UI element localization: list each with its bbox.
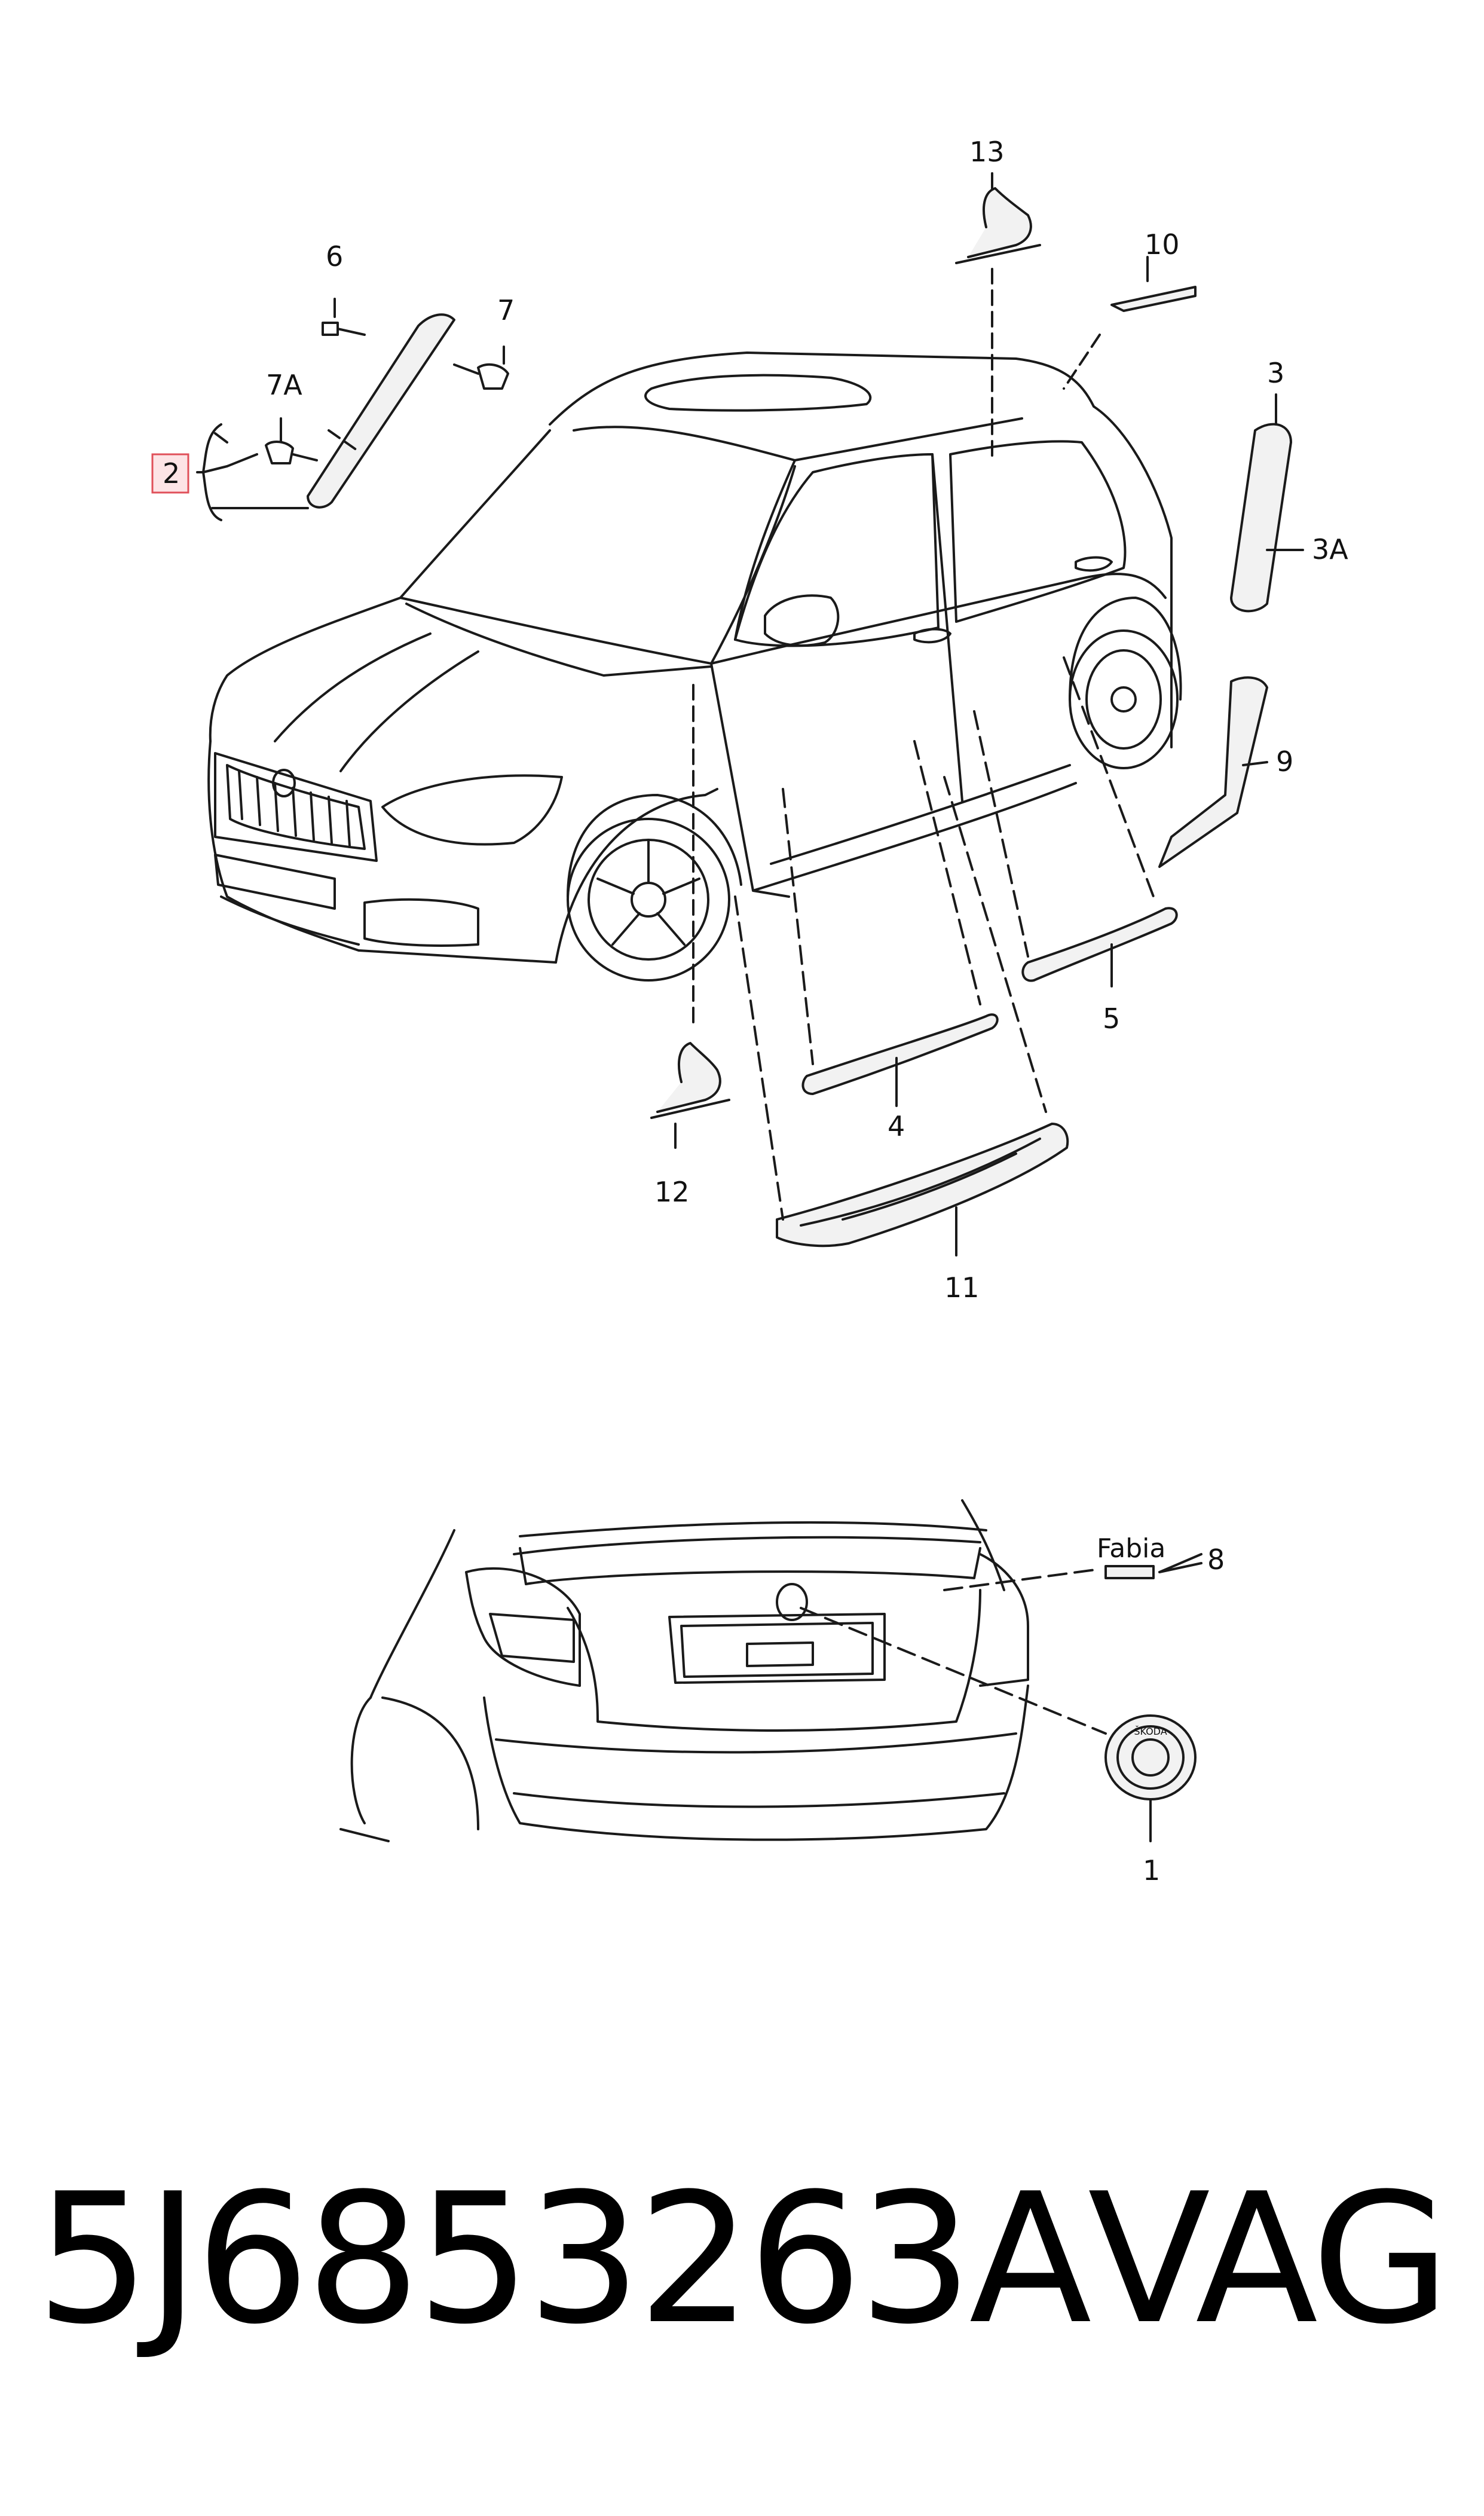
callout-2: 2	[163, 457, 180, 490]
part-1-drawing	[800, 1607, 1197, 1842]
callout-8: 8	[1207, 1543, 1225, 1576]
part-5-drawing	[973, 656, 1178, 988]
callout-9: 9	[1276, 745, 1293, 778]
callout-7a: 7A	[266, 369, 302, 401]
callout-5: 5	[1103, 1002, 1120, 1035]
part-10-drawing	[1063, 256, 1197, 390]
fabia-badge-text: Fabia	[1097, 1533, 1165, 1564]
callout-2-highlight	[151, 453, 189, 494]
callout-3a: 3A	[1312, 533, 1348, 565]
part-number: 5J6853263A	[36, 2155, 1092, 2364]
callout-7: 7	[497, 294, 515, 326]
callout-3: 3	[1267, 357, 1284, 389]
part-9-drawing	[1158, 676, 1268, 868]
brand-name: VAG	[1088, 2155, 1450, 2364]
rear-car-drawing	[339, 1499, 1029, 1842]
callout-1: 1	[1143, 1854, 1160, 1887]
part-12-drawing	[650, 680, 730, 1149]
callout-11: 11	[944, 1271, 980, 1304]
part-8-drawing	[943, 1553, 1203, 1591]
front-car-drawing	[207, 351, 1182, 982]
part-11-drawing	[734, 776, 1069, 1257]
callout-10: 10	[1145, 228, 1180, 261]
part-3-drawing	[1230, 393, 1304, 613]
callout-12: 12	[654, 1176, 690, 1208]
callout-4: 4	[888, 1110, 905, 1142]
part-2-trim-drawing	[265, 298, 509, 509]
part-4-drawing	[782, 740, 999, 1107]
callout-13: 13	[969, 136, 1005, 168]
part-13-drawing	[955, 172, 1041, 461]
callout-6: 6	[326, 240, 343, 273]
callout-2-bracket	[196, 423, 309, 521]
emblem-text: ŠKODA	[1134, 1726, 1167, 1737]
callout-labels: 2 6 7 7A 13 10 3 3A 9 5 4 12 11 8 1	[163, 136, 1348, 1887]
